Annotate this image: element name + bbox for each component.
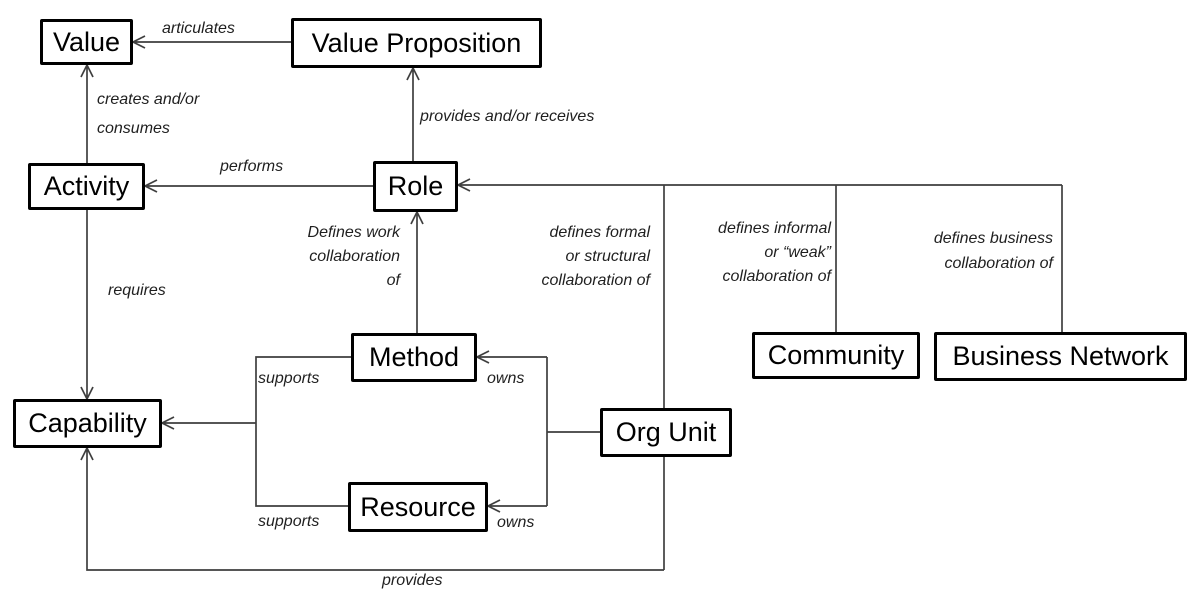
edge-label-defines-formal: defines formal or structural collaborati… (541, 221, 650, 293)
node-org-unit: Org Unit (600, 408, 732, 457)
edge-performs-line (143, 179, 373, 193)
edge-label-creates-consumes: creates and/or consumes (97, 85, 199, 143)
edge-label-line: defines formal (549, 224, 651, 241)
edge-label-defines-business: defines business collaboration of (934, 226, 1053, 276)
node-method: Method (351, 333, 477, 382)
edge-label-provides-receives: provides and/or receives (420, 108, 595, 125)
node-role: Role (373, 161, 458, 212)
edge-owns-lines (475, 350, 600, 513)
edge-label-line: defines business (933, 230, 1053, 247)
edge-label-line: or structural (565, 248, 650, 265)
edge-label-line: creates and/or (97, 91, 200, 108)
line-supports-loop (255, 356, 351, 507)
edge-articulates-line (131, 35, 291, 49)
node-activity: Activity (28, 163, 145, 210)
edge-label-line: collaboration of (944, 255, 1053, 272)
edge-label-line: collaboration of (541, 272, 650, 289)
edge-creates-consumes-line (80, 63, 94, 163)
edge-requires-line (80, 210, 94, 401)
edge-label-provides: provides (382, 572, 443, 589)
edge-collaboration-spine (456, 178, 1062, 192)
node-capability: Capability (13, 399, 162, 448)
edge-defines-work-line (410, 210, 424, 333)
edge-provides-receives-line (406, 66, 420, 161)
node-value-proposition: Value Proposition (291, 18, 542, 68)
node-resource: Resource (348, 482, 488, 532)
edge-label-owns-resource: owns (497, 514, 535, 531)
edge-label-line: collaboration of (722, 268, 831, 285)
edge-label-line: Defines work (307, 224, 400, 241)
edge-label-line: consumes (97, 120, 170, 137)
edge-label-line: or “weak” (764, 244, 831, 261)
node-community: Community (752, 332, 920, 379)
edge-label-line: collaboration (309, 248, 400, 265)
edge-label-supports-method: supports (258, 370, 320, 387)
edge-label-requires: requires (108, 282, 166, 299)
edge-supports-capability-line (160, 416, 256, 430)
edge-label-articulates: articulates (162, 20, 235, 37)
edge-label-performs: performs (220, 158, 284, 175)
edge-label-defines-informal: defines informal or “weak” collaboration… (718, 217, 831, 289)
edge-provides-line (80, 446, 664, 571)
edge-label-line: defines informal (718, 220, 831, 237)
node-value: Value (40, 19, 133, 65)
edge-label-supports-resource: supports (258, 513, 320, 530)
node-business-network: Business Network (934, 332, 1187, 381)
edge-label-defines-work: Defines work collaboration of (308, 221, 400, 293)
edge-label-line: of (386, 272, 400, 289)
edge-label-owns-method: owns (487, 370, 525, 387)
